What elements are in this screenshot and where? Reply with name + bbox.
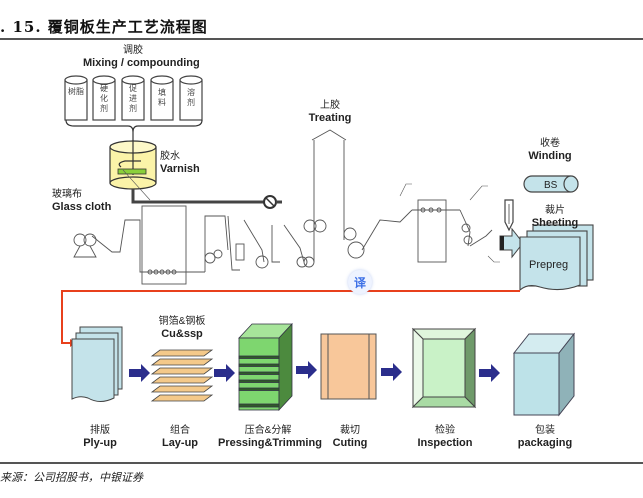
varnish-pipe	[131, 189, 272, 204]
flow-line	[61, 290, 520, 344]
step-pressing-en: Pressing&Trimming	[218, 437, 322, 449]
step-packaging-zh: 包装	[535, 425, 555, 436]
inspection-panel	[411, 327, 477, 409]
mixing-brace	[65, 119, 203, 133]
sheeting-label: 裁片 Sheeting	[525, 204, 585, 230]
varnish-zh: 胶水	[160, 151, 180, 162]
step-packaging-en: packaging	[517, 437, 573, 449]
arrow-5	[479, 364, 500, 382]
prepreg-label: Prepreg	[529, 259, 568, 271]
sheeting-zh: 裁片	[545, 205, 565, 216]
cylinder-hardener	[92, 75, 116, 121]
step-layup-label: 组合 Lay-up	[150, 424, 210, 450]
step-pressing-label: 压合&分解 Pressing&Trimming	[218, 424, 322, 450]
cu-ssp-label: 铜箔&钢板 Cu&ssp	[152, 315, 212, 341]
step-cutting-label: 裁切 Cuting	[320, 424, 380, 450]
ingredient-label-1: 树脂	[68, 87, 84, 96]
step-plyup-en: Ply-up	[83, 437, 117, 449]
varnish-tank	[109, 140, 157, 190]
cylinder-accelerator	[121, 75, 145, 121]
step-cutting-zh: 裁切	[340, 425, 360, 436]
step-pressing-zh: 压合&分解	[244, 425, 292, 436]
glass-cloth-label: 玻璃布 Glass cloth	[52, 188, 112, 214]
treating-en: Treating	[308, 112, 352, 124]
step-layup-en: Lay-up	[161, 437, 199, 449]
ingredient-cylinders	[64, 75, 203, 121]
winding-roll	[523, 175, 579, 193]
step-packaging-label: 包装 packaging	[510, 424, 580, 450]
cu-ssp-zh: 铜箔&钢板	[158, 316, 206, 327]
prepreg-stack	[519, 224, 594, 292]
ingredient-label-5: 溶剂	[187, 88, 195, 107]
sheeting-en: Sheeting	[531, 217, 579, 229]
mixing-label: 调胶 Mixing / compounding	[83, 44, 200, 70]
winding-label: 收卷 Winding	[525, 137, 575, 163]
cylinder-solvent	[179, 75, 203, 121]
treating-label: 上胶 Treating	[300, 99, 360, 125]
step-inspection-en: Inspection	[417, 437, 473, 449]
mixing-en: Mixing / compounding	[83, 57, 200, 69]
arrow-4	[381, 363, 402, 381]
step-inspection-zh: 检验	[435, 425, 455, 436]
winding-zh: 收卷	[540, 138, 560, 149]
varnish-en: Varnish	[160, 163, 200, 175]
arrow-1	[129, 364, 150, 382]
treating-zh: 上胶	[320, 100, 340, 111]
process-arrows	[129, 361, 500, 382]
step-plyup-label: 排版 Ply-up	[70, 424, 130, 450]
source-note: 来源：公司招股书，中银证券	[0, 471, 143, 484]
package-box	[512, 332, 576, 417]
step-layup-zh: 组合	[170, 425, 190, 436]
figure-title: . 15. 覆铜板生产工艺流程图	[0, 18, 208, 36]
glass-cloth-zh: 玻璃布	[52, 189, 82, 200]
step-cutting-en: Cuting	[332, 437, 368, 449]
top-rule	[0, 38, 643, 40]
step-plyup-zh: 排版	[90, 425, 110, 436]
ingredient-label-3: 促进剂	[129, 84, 137, 113]
ingredient-label-4: 填料	[158, 88, 166, 107]
translate-button[interactable]: 译	[348, 270, 372, 294]
bottom-rule	[0, 462, 643, 464]
cut-board	[320, 333, 377, 400]
varnish-label: 胶水 Varnish	[160, 150, 210, 176]
pressed-stack	[238, 322, 293, 412]
mixing-zh: 调胶	[123, 45, 143, 56]
winding-en: Winding	[528, 150, 572, 162]
sheeting-knife	[504, 199, 514, 232]
step-inspection-label: 检验 Inspection	[410, 424, 480, 450]
ingredient-label-2: 硬化剂	[100, 84, 108, 113]
cylinder-resin	[64, 75, 88, 121]
treater-line	[73, 129, 500, 285]
arrow-3	[296, 361, 317, 379]
winding-roll-label: BS	[544, 180, 558, 191]
arrow-2	[214, 364, 235, 382]
cu-ssp-en: Cu&ssp	[161, 328, 203, 340]
cu-ssp-sheets	[150, 349, 214, 402]
cylinder-filler	[150, 75, 174, 121]
plyup-stack	[71, 326, 123, 402]
glass-cloth-en: Glass cloth	[52, 201, 112, 213]
